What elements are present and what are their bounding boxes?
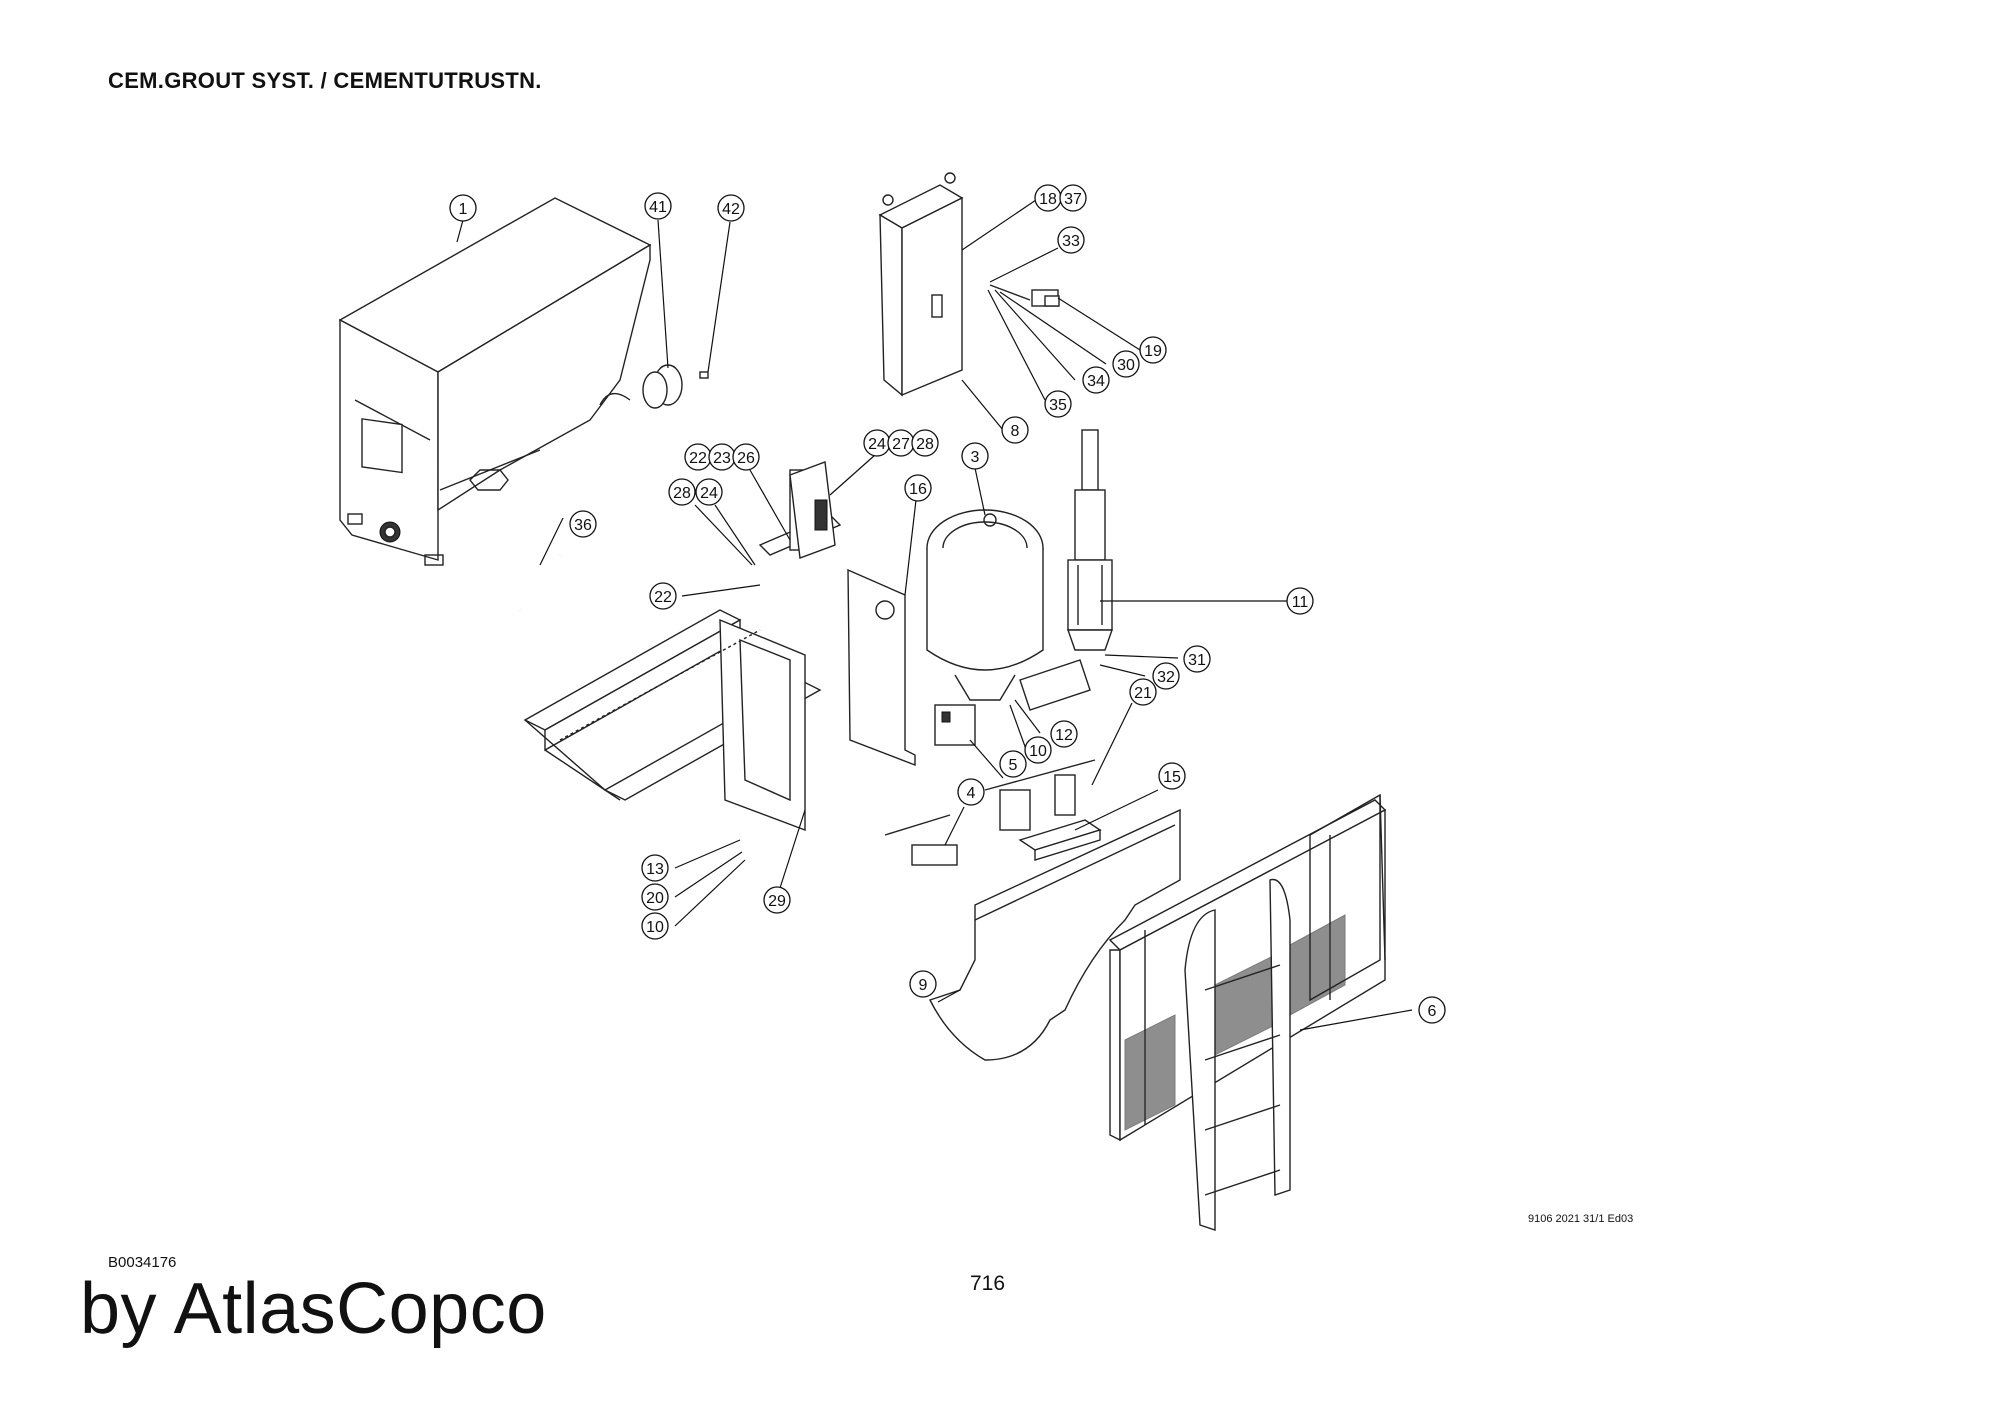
svg-text:31: 31 (1188, 652, 1206, 669)
svg-text:21: 21 (1134, 685, 1152, 702)
svg-text:30: 30 (1117, 357, 1135, 374)
svg-text:34: 34 (1087, 373, 1105, 390)
svg-text:10: 10 (646, 919, 664, 936)
svg-text:42: 42 (722, 201, 740, 218)
callout-42: 42 (717, 194, 745, 222)
brand-credit: by AtlasCopco (80, 1269, 547, 1349)
callout-5: 5 (999, 750, 1027, 778)
callout-3: 3 (961, 442, 989, 470)
callout-28-top: 28 (911, 429, 939, 457)
callout-22-left: 22 (649, 582, 677, 610)
callout-9: 9 (909, 970, 937, 998)
svg-text:16: 16 (909, 481, 927, 498)
svg-text:32: 32 (1157, 669, 1175, 686)
svg-text:12: 12 (1055, 727, 1073, 744)
pump-column-part-11 (1067, 429, 1113, 651)
callout-15: 15 (1158, 762, 1186, 790)
svg-text:24: 24 (700, 485, 718, 502)
callout-37: 37 (1059, 184, 1087, 212)
svg-text:41: 41 (649, 199, 667, 216)
callout-10-mid: 10 (1024, 736, 1052, 764)
svg-text:29: 29 (768, 893, 786, 910)
callout-13: 13 (641, 854, 669, 882)
callout-12: 12 (1050, 720, 1078, 748)
callout-11: 11 (1286, 587, 1314, 615)
callout-6: 6 (1418, 996, 1446, 1024)
svg-text:33: 33 (1062, 233, 1080, 250)
callout-30: 30 (1112, 350, 1140, 378)
plate-part-16 (847, 568, 916, 767)
svg-text:23: 23 (713, 450, 731, 467)
mixing-tank-part-3 (926, 509, 1044, 701)
callout-28-left: 28 (668, 478, 696, 506)
svg-text:19: 19 (1144, 343, 1162, 360)
small-part-42 (699, 371, 709, 379)
callout-4: 4 (957, 778, 985, 806)
svg-text:8: 8 (1011, 423, 1020, 440)
svg-text:13: 13 (646, 861, 664, 878)
manifold-part-4 (884, 759, 1096, 866)
callout-16: 16 (904, 474, 932, 502)
main-frame (523, 609, 822, 832)
svg-text:6: 6 (1428, 1003, 1437, 1020)
callout-19: 19 (1139, 336, 1167, 364)
svg-text:36: 36 (574, 517, 592, 534)
svg-text:1: 1 (459, 201, 468, 218)
callout-8: 8 (1001, 416, 1029, 444)
platform-ladder-part-6 (1108, 793, 1387, 1231)
svg-text:28: 28 (916, 436, 934, 453)
svg-text:26: 26 (737, 450, 755, 467)
svg-text:20: 20 (646, 890, 664, 907)
control-unit-24 (789, 461, 836, 559)
callout-34: 34 (1082, 366, 1110, 394)
callout-33: 33 (1057, 226, 1085, 254)
svg-text:5: 5 (1009, 757, 1018, 774)
svg-text:3: 3 (971, 449, 980, 466)
svg-text:11: 11 (1292, 594, 1309, 611)
hose-part-36 (513, 552, 562, 612)
callout-35: 35 (1044, 390, 1072, 418)
callout-21: 21 (1129, 678, 1157, 706)
svg-text:4: 4 (967, 785, 976, 802)
callout-10-left: 10 (641, 912, 669, 940)
page-title: CEM.GROUT SYST. / CEMENTUTRUSTN. (108, 68, 542, 93)
svg-text:18: 18 (1039, 191, 1057, 208)
hopper-tank (338, 197, 652, 566)
callout-31: 31 (1183, 645, 1211, 673)
callout-41: 41 (644, 192, 672, 220)
svg-text:10: 10 (1029, 743, 1047, 760)
drawing-number: B0034176 (108, 1254, 177, 1271)
document-code: 9106 2021 31/1 Ed03 (1528, 1213, 1634, 1225)
page-number: 716 (970, 1272, 1006, 1295)
callout-29: 29 (763, 886, 791, 914)
callout-26: 26 (732, 443, 760, 471)
callout-20: 20 (641, 883, 669, 911)
svg-text:22: 22 (654, 589, 672, 606)
callout-36: 36 (569, 510, 597, 538)
cabinet-part-8 (878, 172, 964, 397)
leader-lines (456, 199, 1413, 1031)
roller-part-41 (642, 364, 683, 409)
callout-18: 18 (1034, 184, 1062, 212)
svg-text:37: 37 (1064, 191, 1082, 208)
svg-text:22: 22 (689, 450, 707, 467)
callout-27: 27 (887, 429, 915, 457)
callout-24-top: 24 (863, 429, 891, 457)
fender-part-9 (929, 808, 1181, 1061)
callout-23: 23 (708, 443, 736, 471)
svg-text:28: 28 (673, 485, 691, 502)
pump-base-part-5 (934, 659, 1091, 746)
svg-text:9: 9 (919, 977, 928, 994)
svg-text:24: 24 (868, 436, 886, 453)
callout-22-top: 22 (684, 443, 712, 471)
svg-text:27: 27 (892, 436, 910, 453)
svg-text:15: 15 (1163, 769, 1181, 786)
callout-32: 32 (1152, 662, 1180, 690)
callout-24-left: 24 (695, 478, 723, 506)
callout-1: 1 (449, 194, 477, 222)
svg-text:35: 35 (1049, 397, 1067, 414)
